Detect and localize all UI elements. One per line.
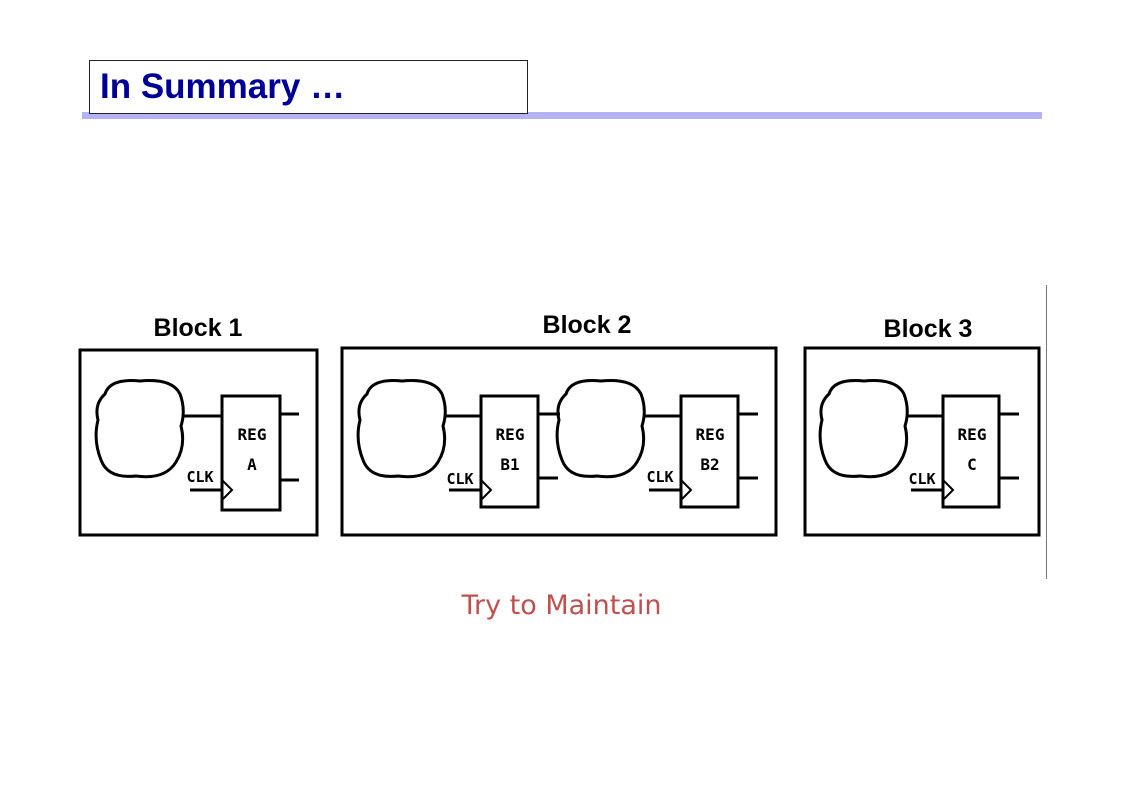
register-b1-line1: REG <box>496 425 525 444</box>
block-3 <box>803 346 1041 537</box>
register-a-line2: A <box>247 455 257 474</box>
title-box: In Summary … <box>89 60 528 114</box>
block-1-frame <box>78 348 319 537</box>
block-1-label: Block 1 <box>154 314 243 342</box>
block-3-frame <box>803 346 1041 537</box>
clock-triangle <box>942 479 955 501</box>
register-b2 <box>679 394 740 509</box>
clock-triangle <box>680 479 693 501</box>
block-2 <box>340 346 778 537</box>
clock-triangle <box>480 479 493 501</box>
clk-label-a: CLK <box>186 468 213 486</box>
logic-cloud-3 <box>555 379 646 479</box>
register-a-line1: REG <box>238 425 267 444</box>
logic-cloud-2 <box>356 379 447 479</box>
register-c-line1: REG <box>958 425 987 444</box>
logic-cloud-1 <box>94 379 185 479</box>
register-b1 <box>479 394 540 509</box>
clk-label-b1: CLK <box>446 470 473 488</box>
caption-text: Try to Maintain <box>461 590 662 621</box>
clk-label-c: CLK <box>908 470 935 488</box>
register-c <box>941 394 1001 509</box>
register-b1-line2: B1 <box>500 455 519 474</box>
block-1 <box>78 348 319 537</box>
slide-title: In Summary … <box>100 67 346 106</box>
logic-cloud-4 <box>818 379 909 479</box>
block-3-label: Block 3 <box>884 315 973 343</box>
clock-triangle <box>221 479 234 501</box>
register-a <box>220 394 282 512</box>
title-underline-bar <box>82 112 1042 119</box>
register-b2-line2: B2 <box>700 455 719 474</box>
register-c-line2: C <box>967 455 977 474</box>
right-divider-line <box>1046 285 1047 579</box>
clk-label-b2: CLK <box>646 468 673 486</box>
register-b2-line1: REG <box>696 425 725 444</box>
block-2-label: Block 2 <box>543 311 632 339</box>
block-2-frame <box>340 346 778 537</box>
